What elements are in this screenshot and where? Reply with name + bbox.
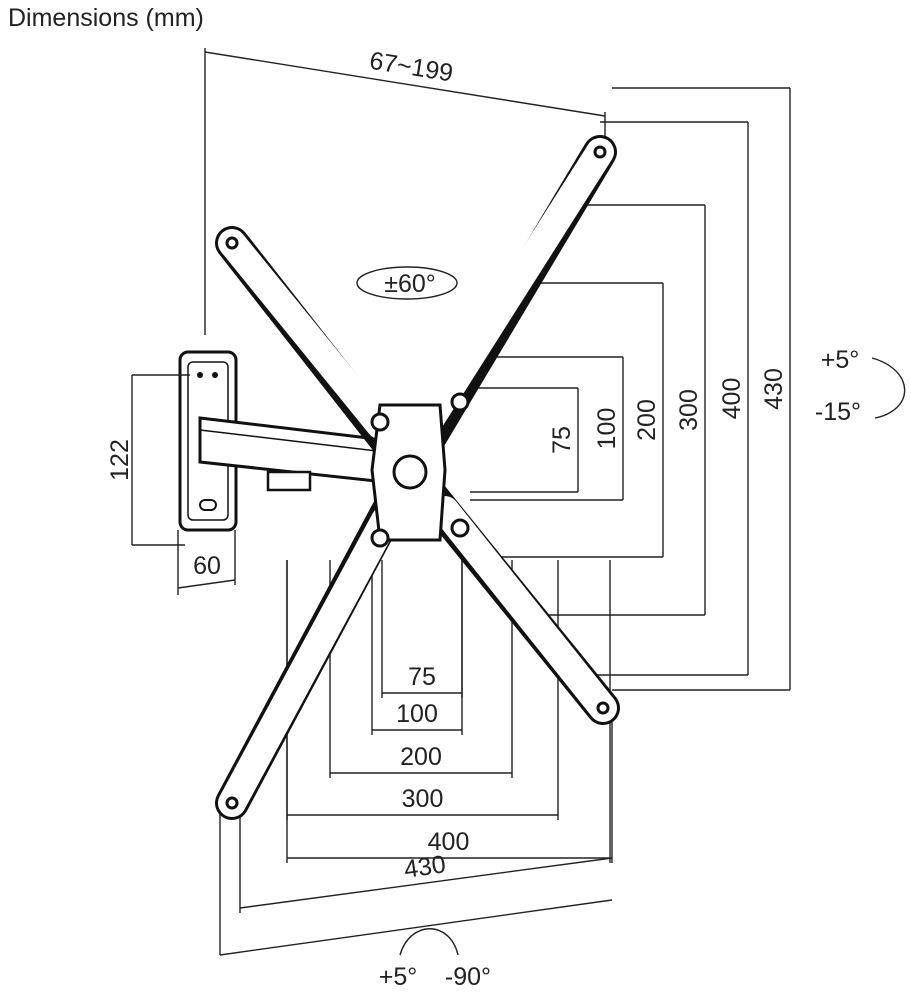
plate-width-label: 60 xyxy=(193,552,221,580)
wall-plate: 122 60 xyxy=(106,350,238,595)
rotation-ccw-label: -90° xyxy=(445,963,491,991)
vertical-dimension-300: 300 xyxy=(530,204,706,616)
vertical-dimension-400: 400 xyxy=(585,121,749,676)
rotation-indicator: +5° -90° xyxy=(379,928,491,991)
swivel-label: ±60° xyxy=(384,270,436,298)
horizontal-dimension-label: 100 xyxy=(396,700,438,728)
tilt-up-label: +5° xyxy=(821,346,860,374)
vertical-dimension-label: 200 xyxy=(633,399,661,441)
vertical-dimension-label: 400 xyxy=(718,378,746,420)
diagram-title: Dimensions (mm) xyxy=(8,4,204,32)
horizontal-dimension-label: 430 xyxy=(402,850,447,884)
vertical-dimension-200: 200 xyxy=(500,282,664,558)
depth-range-label: 67~199 xyxy=(368,47,455,88)
vertical-dimension-label: 100 xyxy=(593,408,621,450)
depth-dimension: 67~199 xyxy=(204,47,606,335)
vesa-vertical-dimensions: 75 100 200 300 400 430 xyxy=(465,87,791,691)
plate-height-label: 122 xyxy=(106,439,134,481)
tilt-indicator: +5° -15° xyxy=(815,346,906,426)
horizontal-dimension-label: 300 xyxy=(402,785,444,813)
vertical-dimension-75: 75 xyxy=(470,387,579,493)
tilt-down-label: -15° xyxy=(815,398,861,426)
vertical-dimension-label: 430 xyxy=(760,368,788,410)
vertical-dimension-label: 75 xyxy=(548,426,576,454)
vesa-bracket xyxy=(215,135,620,820)
vertical-dimension-430: 430 xyxy=(612,87,791,691)
vertical-dimension-100: 100 xyxy=(465,356,624,501)
horizontal-dimension-label: 400 xyxy=(428,828,470,856)
vertical-dimension-label: 300 xyxy=(675,389,703,431)
horizontal-dimension-430: 430 xyxy=(239,715,613,913)
horizontal-dimension-75: 75 xyxy=(381,560,463,698)
horizontal-dimension-label: 200 xyxy=(400,743,442,771)
horizontal-dimension-label: 75 xyxy=(408,663,436,691)
horizontal-dimension-100: 100 xyxy=(371,560,463,735)
rotation-cw-label: +5° xyxy=(379,963,418,991)
swivel-indicator: ±60° xyxy=(356,266,458,300)
